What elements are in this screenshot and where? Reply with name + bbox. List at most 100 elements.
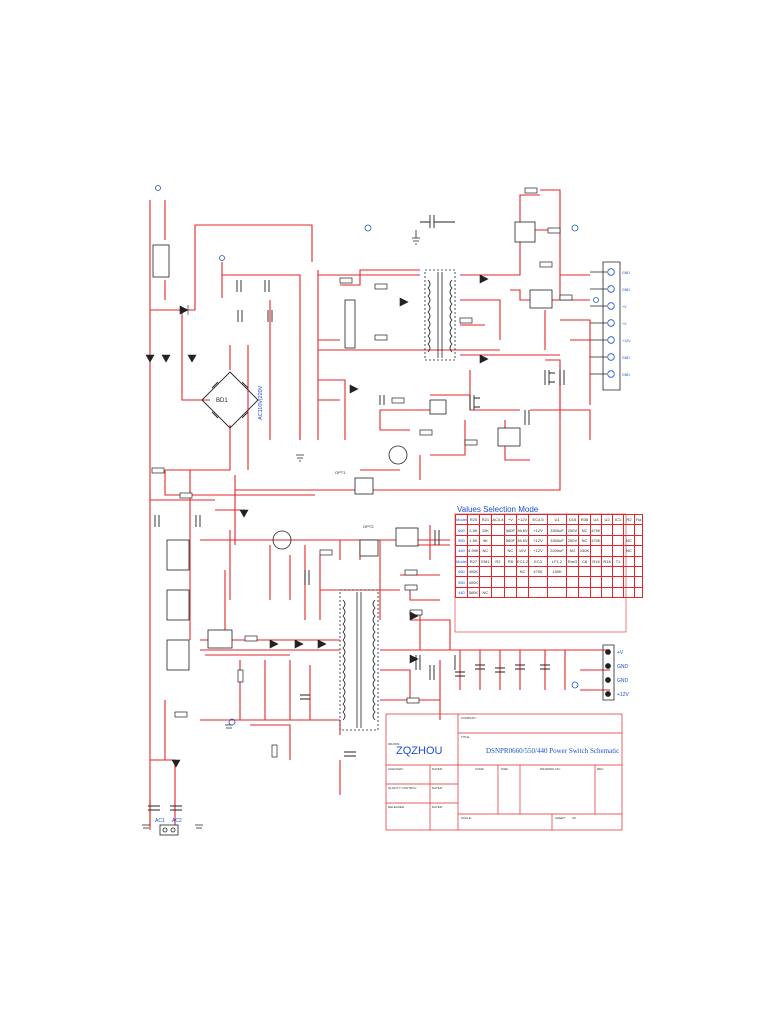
values-cell xyxy=(612,534,625,547)
values-cell: R16 xyxy=(590,555,603,567)
values-cell: EC4.5 xyxy=(528,513,549,526)
opt1-label: OPT1 xyxy=(335,470,346,475)
values-cell: NC xyxy=(478,586,492,599)
drawn-label: DRAWN: xyxy=(388,742,400,746)
values-cell xyxy=(623,586,636,599)
company-logo: ZQZHOU xyxy=(396,745,442,757)
values-cell xyxy=(634,576,644,588)
dated-label: DATED: xyxy=(432,805,443,809)
values-selection-title: Values Selection Mode xyxy=(457,505,539,514)
values-cell xyxy=(612,545,625,557)
values-cell: 560F xyxy=(503,524,517,536)
values-cell: NC xyxy=(566,545,580,557)
values-cell: 550 xyxy=(455,576,468,588)
values-cell xyxy=(634,545,644,557)
values-cell: 2.5K xyxy=(466,524,480,536)
ic-blocks xyxy=(152,221,553,671)
values-cell xyxy=(612,586,625,599)
values-cell xyxy=(623,555,636,567)
values-cell: R27 xyxy=(466,555,480,567)
cn-label: +V xyxy=(622,305,627,309)
sheet-label: SHEET: xyxy=(555,816,566,820)
values-cell: +V xyxy=(503,513,517,526)
values-cell xyxy=(478,576,492,588)
values-cell xyxy=(623,576,636,588)
values-cell: D15 xyxy=(566,513,580,526)
transistors xyxy=(272,445,408,550)
values-cell xyxy=(612,524,625,536)
values-cell: IC1 xyxy=(612,513,625,526)
values-cell xyxy=(590,586,603,599)
values-cell: R20 xyxy=(466,513,480,526)
mosfets xyxy=(304,370,565,680)
values-cell xyxy=(623,524,636,536)
values-cell: 9K xyxy=(478,534,492,547)
values-cell xyxy=(634,524,644,536)
ac2-label: AC2 xyxy=(172,818,182,824)
values-cell: 440 xyxy=(455,586,468,599)
values-cell xyxy=(623,565,636,578)
dated-label: DATED: xyxy=(432,767,443,771)
size-label: SIZE: xyxy=(501,767,509,771)
values-cell xyxy=(634,534,644,547)
output-label-12v: +12V xyxy=(617,692,629,698)
values-cell: 150K xyxy=(547,565,568,578)
values-cell xyxy=(601,545,614,557)
values-cell xyxy=(601,565,614,578)
values-cell: 150K xyxy=(578,545,592,557)
values-cell: AC4.4 xyxy=(490,513,505,526)
values-cell: 560K xyxy=(466,586,480,599)
values-cell: NC xyxy=(623,545,636,557)
company-label: COMPANY: xyxy=(461,716,477,720)
values-cell: +12V xyxy=(528,524,549,536)
values-cell: R38 xyxy=(578,513,592,526)
values-cell xyxy=(547,586,568,599)
values-cell: EC1.2 xyxy=(515,555,530,567)
values-cell xyxy=(490,565,505,578)
values-cell: 4.99K xyxy=(466,545,480,557)
values-cell xyxy=(612,576,625,588)
connector-top xyxy=(590,261,621,391)
values-cell: Model xyxy=(455,555,468,567)
dated-label: DATED: xyxy=(432,786,443,790)
values-cell xyxy=(490,524,505,536)
values-cell: +12V xyxy=(528,545,549,557)
values-cell: U4 xyxy=(590,513,603,526)
values-cell xyxy=(478,565,492,578)
values-cell: LF1.2 xyxy=(547,555,568,567)
released-label: RELEASED: xyxy=(388,805,405,809)
values-cell: U2 xyxy=(601,513,614,526)
values-cell: R21 xyxy=(478,513,492,526)
values-cell xyxy=(578,576,592,588)
values-cell xyxy=(590,576,603,588)
values-cell xyxy=(503,565,517,578)
values-cell: 660 xyxy=(455,524,468,536)
values-cell xyxy=(612,565,625,578)
schematic-title: DSNPR0660/550/440 Power Switch Schematic xyxy=(486,747,619,755)
values-cell xyxy=(634,586,644,599)
values-cell: 36.6V xyxy=(515,524,530,536)
cn-label: +12V xyxy=(622,339,631,343)
optocouplers xyxy=(354,399,447,557)
values-cell: EM1 xyxy=(478,555,492,567)
values-cell: 250V xyxy=(566,524,580,536)
values-cell: T1 xyxy=(612,555,625,567)
values-cell xyxy=(578,586,592,599)
values-cell xyxy=(566,565,580,578)
values-cell xyxy=(601,576,614,588)
values-cell: NC xyxy=(578,524,592,536)
values-cell: 3300uF xyxy=(547,524,568,536)
sheet-of-label: OF xyxy=(572,816,576,820)
scale-label: SCALE: xyxy=(461,816,472,820)
capacitors xyxy=(148,215,550,811)
connector-ac xyxy=(159,824,179,836)
cn-label: GND xyxy=(622,356,630,360)
values-cell: 470K xyxy=(590,534,603,547)
